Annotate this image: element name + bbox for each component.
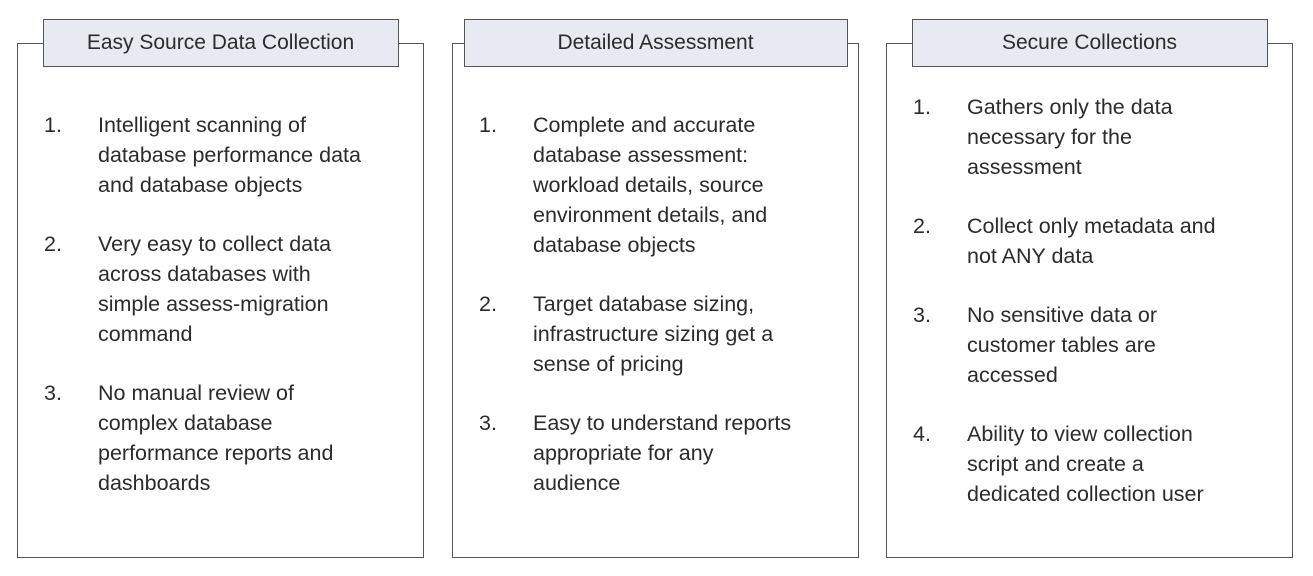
item-line: No manual review of xyxy=(98,381,294,405)
item-line: command xyxy=(98,322,193,346)
list-item: 3. No sensitive data or customer tables … xyxy=(913,300,1284,390)
item-line: Collect only metadata and xyxy=(967,214,1216,238)
item-number: 1. xyxy=(479,113,497,137)
item-number: 3. xyxy=(44,381,62,405)
item-line: workload details, source xyxy=(533,173,764,197)
item-line: dedicated collection user xyxy=(967,482,1204,506)
item-text: Collect only metadata and not ANY data xyxy=(967,211,1284,271)
item-line: dashboards xyxy=(98,471,211,495)
item-line: complex database xyxy=(98,411,273,435)
item-line: not ANY data xyxy=(967,244,1094,268)
list-item: 4. Ability to view collection script and… xyxy=(913,419,1284,509)
card-title: Detailed Assessment xyxy=(463,19,848,67)
card-easy-source-data-collection: Easy Source Data Collection 1. Intellige… xyxy=(17,19,424,558)
item-line: database assessment: xyxy=(533,143,749,167)
item-number: 2. xyxy=(479,292,497,316)
list-item: 1. Gathers only the data necessary for t… xyxy=(913,92,1284,182)
item-line: accessed xyxy=(967,363,1058,387)
item-line: database objects xyxy=(533,233,696,257)
item-text: Intelligent scanning of database perform… xyxy=(98,110,415,200)
item-line: and database objects xyxy=(98,173,303,197)
card-secure-collections: Secure Collections 1. Gathers only the d… xyxy=(886,19,1293,558)
list-item: 1. Intelligent scanning of database perf… xyxy=(44,110,415,200)
item-text: No sensitive data or customer tables are… xyxy=(967,300,1284,390)
item-line: sense of pricing xyxy=(533,352,684,376)
item-line: simple assess-migration xyxy=(98,292,329,316)
item-line: script and create a xyxy=(967,452,1144,476)
item-line: appropriate for any xyxy=(533,441,714,465)
item-line: No sensitive data or xyxy=(967,303,1158,327)
item-list: 1. Intelligent scanning of database perf… xyxy=(44,110,415,527)
item-line: Very easy to collect data xyxy=(98,232,332,256)
item-line: necessary for the xyxy=(967,125,1132,149)
item-line: environment details, and xyxy=(533,203,768,227)
item-line: Intelligent scanning of xyxy=(98,113,306,137)
item-number: 3. xyxy=(913,303,931,327)
list-item: 2. Collect only metadata and not ANY dat… xyxy=(913,211,1284,271)
item-number: 1. xyxy=(44,113,62,137)
item-number: 3. xyxy=(479,411,497,435)
item-text: Gathers only the data necessary for the … xyxy=(967,92,1284,182)
item-text: No manual review of complex database per… xyxy=(98,378,415,498)
list-item: 2. Target database sizing, infrastructur… xyxy=(479,289,850,379)
item-number: 1. xyxy=(913,95,931,119)
item-text: Very easy to collect data across databas… xyxy=(98,229,415,349)
list-item: 2. Very easy to collect data across data… xyxy=(44,229,415,349)
item-list: 1. Gathers only the data necessary for t… xyxy=(913,92,1284,538)
item-line: Easy to understand reports xyxy=(533,411,792,435)
item-line: Gathers only the data xyxy=(967,95,1173,119)
item-line: Complete and accurate xyxy=(533,113,756,137)
item-list: 1. Complete and accurate database assess… xyxy=(479,110,850,527)
item-text: Complete and accurate database assessmen… xyxy=(533,110,850,260)
item-line: across databases with xyxy=(98,262,311,286)
item-text: Ability to view collection script and cr… xyxy=(967,419,1284,509)
list-item: 3. Easy to understand reports appropriat… xyxy=(479,408,850,498)
item-line: assessment xyxy=(967,155,1082,179)
card-title: Easy Source Data Collection xyxy=(42,19,399,67)
card-title: Secure Collections xyxy=(911,19,1268,67)
item-line: Ability to view collection xyxy=(967,422,1193,446)
item-number: 2. xyxy=(44,232,62,256)
list-item: 1. Complete and accurate database assess… xyxy=(479,110,850,260)
item-line: performance reports and xyxy=(98,441,334,465)
item-text: Easy to understand reports appropriate f… xyxy=(533,408,850,498)
item-text: Target database sizing, infrastructure s… xyxy=(533,289,850,379)
item-line: customer tables are xyxy=(967,333,1156,357)
item-line: database performance data xyxy=(98,143,361,167)
item-line: infrastructure sizing get a xyxy=(533,322,774,346)
item-line: audience xyxy=(533,471,621,495)
card-detailed-assessment: Detailed Assessment 1. Complete and accu… xyxy=(452,19,859,558)
item-number: 4. xyxy=(913,422,931,446)
item-line: Target database sizing, xyxy=(533,292,755,316)
item-number: 2. xyxy=(913,214,931,238)
list-item: 3. No manual review of complex database … xyxy=(44,378,415,498)
